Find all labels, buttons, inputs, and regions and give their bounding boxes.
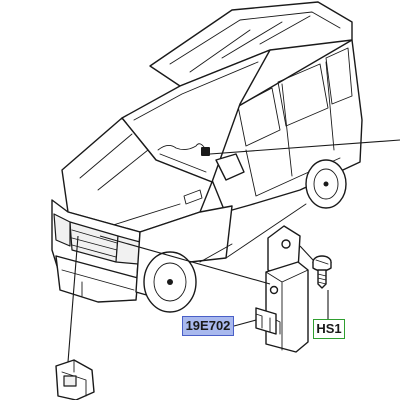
door-mirror bbox=[215, 153, 245, 181]
hardware-callout[interactable]: HS1 bbox=[313, 319, 345, 339]
vehicle-sill bbox=[199, 203, 307, 263]
front-wheel-rim bbox=[153, 262, 187, 302]
headlight-left bbox=[53, 213, 71, 247]
front-bumper bbox=[55, 255, 139, 303]
screw-slot bbox=[315, 259, 329, 265]
leader-part-callout bbox=[233, 319, 257, 327]
rear-side-window bbox=[277, 63, 329, 127]
bumper-lines bbox=[61, 269, 135, 297]
front-sensor-detail bbox=[55, 359, 95, 400]
front-wheel-hub bbox=[167, 279, 173, 285]
vehicle-illustration bbox=[51, 1, 363, 313]
screw-threads bbox=[317, 273, 327, 285]
front-side-window bbox=[237, 87, 281, 147]
bonnet-badge bbox=[183, 189, 203, 205]
hood-lines bbox=[79, 133, 181, 227]
windscreen-inner bbox=[133, 61, 259, 173]
rear-wheel-hub bbox=[323, 181, 329, 187]
door-lines bbox=[245, 61, 341, 197]
front-sensor-connector bbox=[63, 375, 77, 387]
sensor-connector-detail bbox=[255, 313, 271, 333]
leader-front-sensor bbox=[99, 235, 271, 285]
grille-bars bbox=[71, 229, 118, 258]
front-sensor-bracket-lines bbox=[61, 359, 87, 397]
windscreen-sensor-mount bbox=[201, 147, 210, 156]
sensor-connector bbox=[255, 307, 277, 335]
leader-screw-to-sensor bbox=[299, 245, 314, 261]
rear-quarter-window bbox=[325, 47, 353, 105]
rear-wheel-rim bbox=[313, 168, 339, 200]
sensor-wiring bbox=[157, 143, 207, 151]
sensor-module bbox=[255, 225, 309, 353]
sensor-lower-hole bbox=[269, 285, 279, 295]
part-number-callout[interactable]: 19E702 bbox=[182, 316, 234, 336]
sensor-mount-hole bbox=[281, 239, 291, 249]
leader-front-sensor-lower bbox=[67, 235, 79, 363]
mounting-screw bbox=[312, 255, 332, 289]
leader-windscreen-sensor bbox=[209, 139, 400, 155]
roof-rails bbox=[169, 11, 341, 73]
leader-lines bbox=[67, 139, 400, 363]
